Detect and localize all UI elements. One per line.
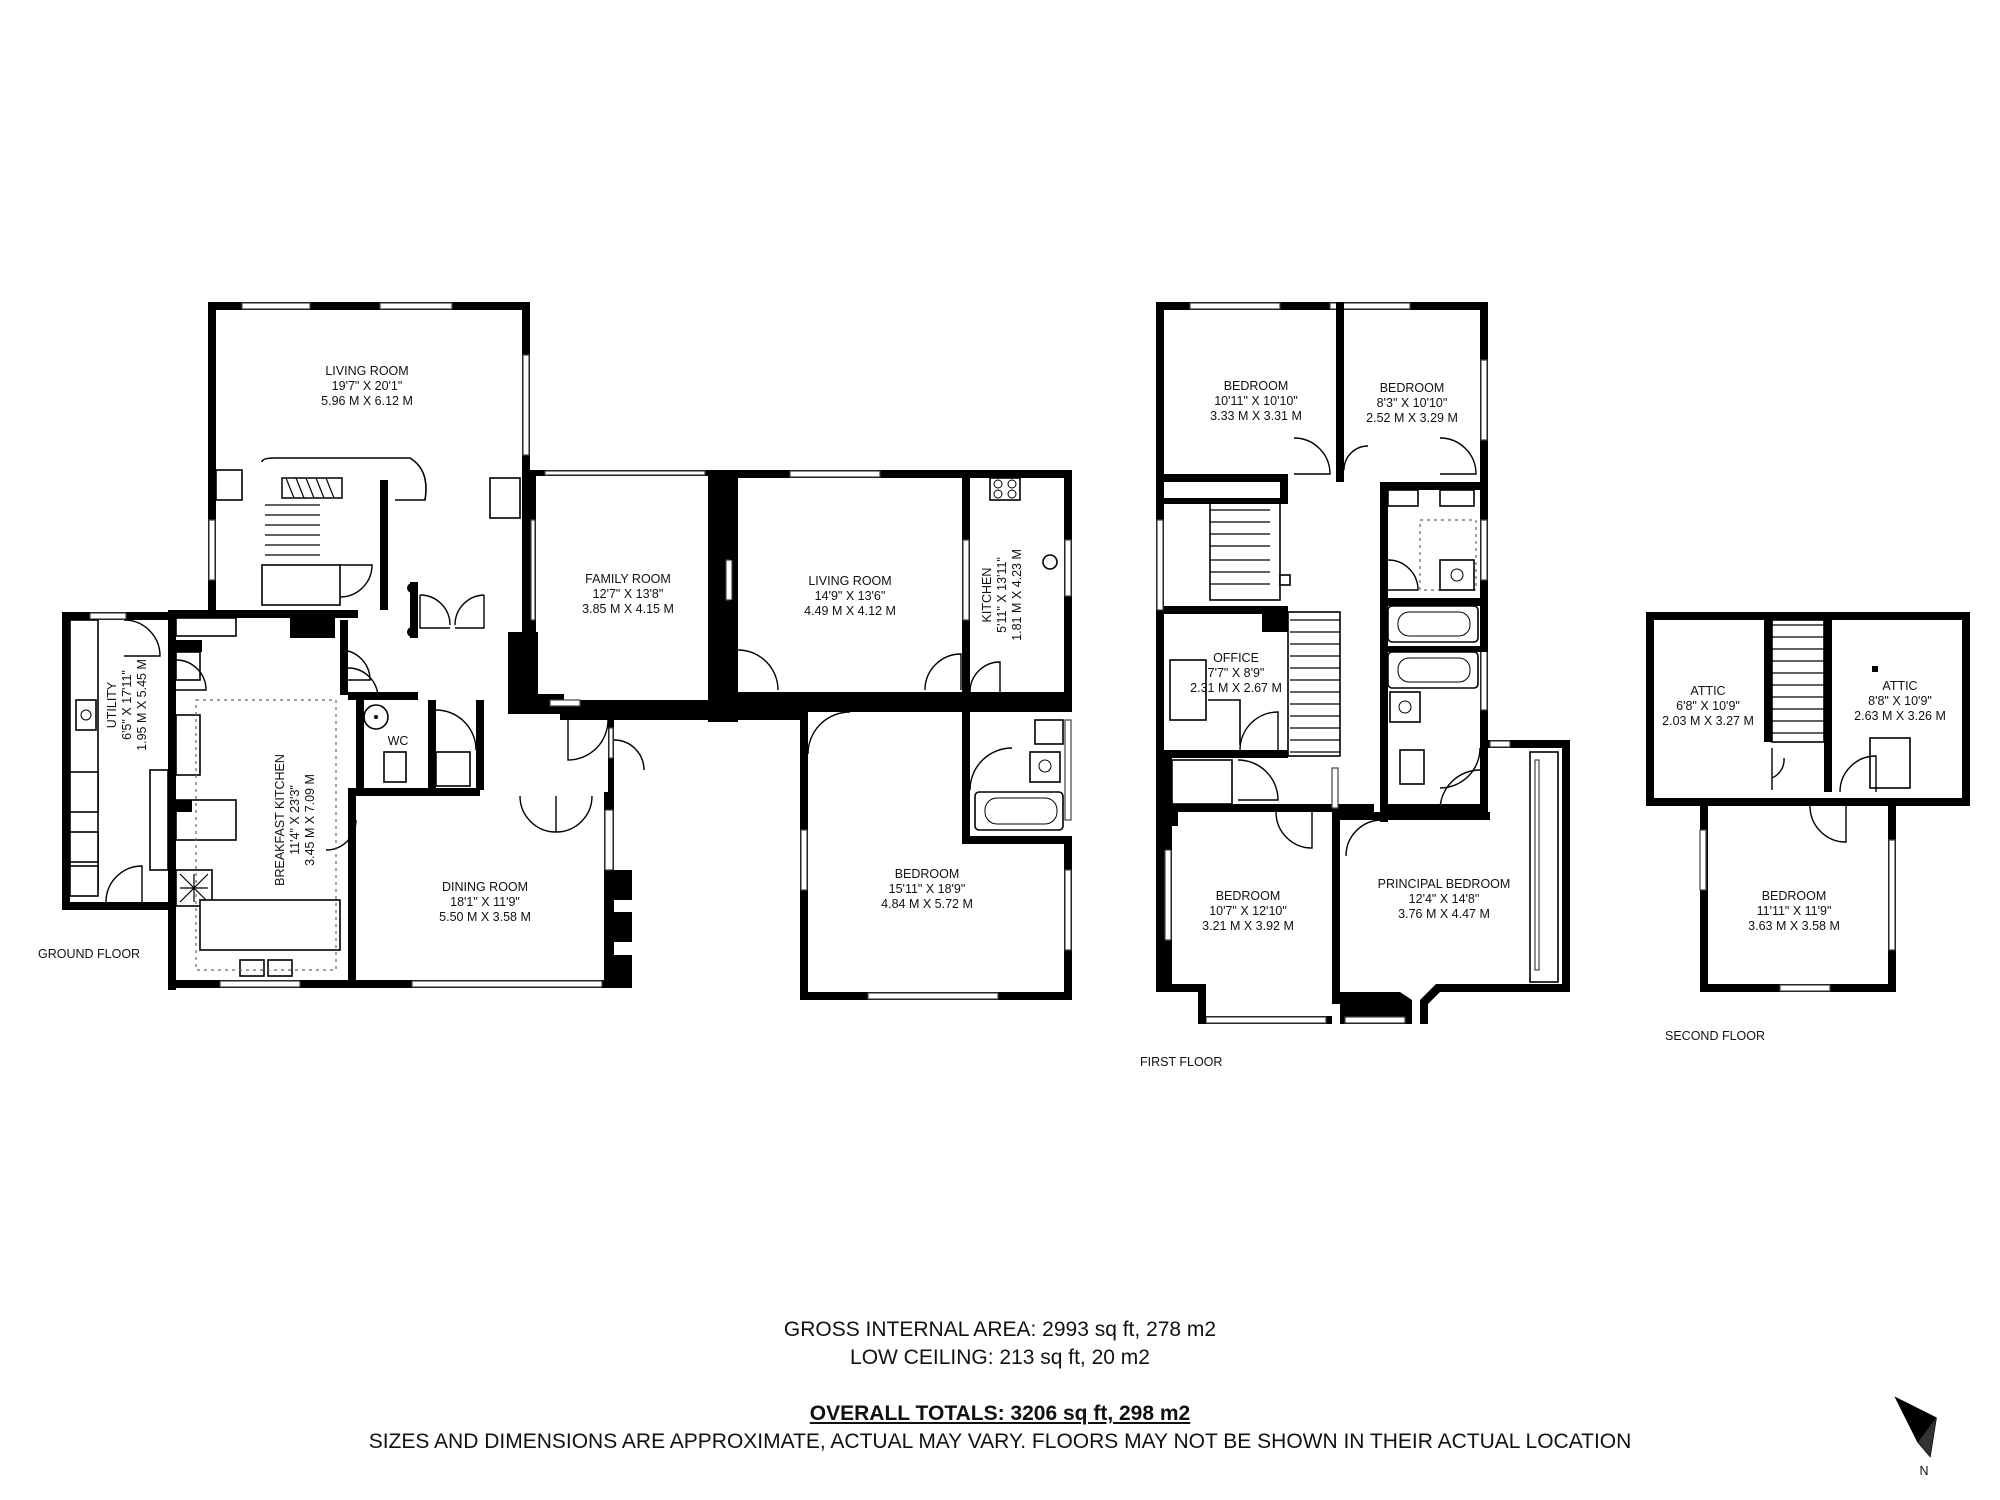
gross-internal-area: GROSS INTERNAL AREA: 2993 sq ft, 278 m2: [783, 1318, 1217, 1341]
first-floor-plan: [1156, 302, 1570, 1024]
room-label: KITCHEN5'11" X 13'11"1.81 M X 4.23 M: [980, 549, 1024, 641]
overall-totals: OVERALL TOTALS: 3206 sq ft, 298 m2: [809, 1402, 1191, 1425]
ground-floor-plan: [62, 302, 1072, 1000]
north-arrow-icon: N: [1894, 1396, 1937, 1478]
room-label: WC: [388, 734, 409, 748]
room-label: UTILITY6'5" X 17'11"1.95 M X 5.45 M: [105, 659, 149, 751]
low-ceiling-area: LOW CEILING: 213 sq ft, 20 m2: [850, 1346, 1150, 1369]
north-label: N: [1919, 1464, 1928, 1478]
second-floor-plan: [1646, 612, 1970, 992]
floor-label: FIRST FLOOR: [1140, 1055, 1222, 1069]
floor-label: GROUND FLOOR: [38, 947, 140, 961]
room-label: BREAKFAST KITCHEN11'4" X 23'3"3.45 M X 7…: [273, 754, 317, 886]
disclaimer: SIZES AND DIMENSIONS ARE APPROXIMATE, AC…: [368, 1430, 1632, 1453]
floor-label: SECOND FLOOR: [1665, 1029, 1765, 1043]
